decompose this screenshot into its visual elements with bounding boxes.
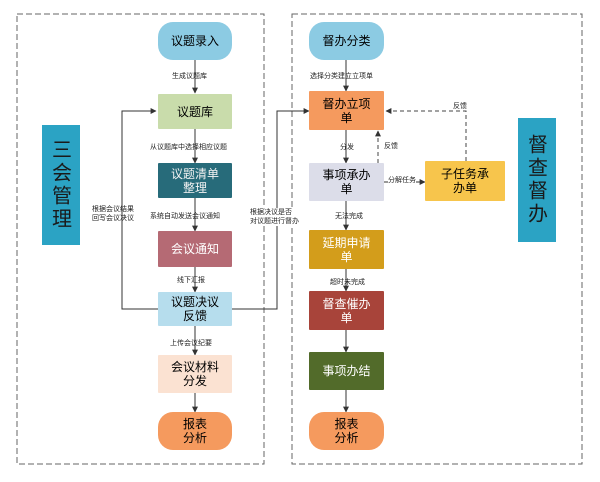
label-offline-report: 线下汇报 bbox=[177, 276, 205, 284]
label-select-category: 选择分类建立立项单 bbox=[310, 72, 373, 80]
node-urge-form: 督查催办 单 bbox=[309, 291, 384, 330]
label-select-topics: 从议题库中选择相应议题 bbox=[150, 143, 227, 151]
node-subtask-form: 子任务承 办单 bbox=[425, 161, 505, 201]
node-right-report: 报表 分析 bbox=[309, 412, 384, 450]
label-auto-notice: 系统自动发送会议通知 bbox=[150, 212, 220, 220]
node-meeting-notice: 会议通知 bbox=[158, 231, 232, 267]
node-extension-form: 延期申请 单 bbox=[309, 230, 384, 269]
label-upload-minutes: 上传会议纪要 bbox=[170, 339, 212, 347]
label-decompose: 分解任务 bbox=[388, 176, 416, 185]
right-panel-title: 督查督办 bbox=[518, 118, 556, 242]
label-feedback-subtask: 反馈 bbox=[453, 102, 467, 110]
node-decision-feedback: 议题决议 反馈 bbox=[158, 292, 232, 326]
node-topic-list: 议题清单 整理 bbox=[158, 163, 232, 198]
left-panel-title: 三会管理 bbox=[42, 125, 80, 245]
label-dispatch: 分发 bbox=[340, 143, 354, 151]
label-generate-library: 生成议题库 bbox=[172, 72, 207, 80]
node-supervise-category: 督办分类 bbox=[309, 22, 384, 60]
right-panel-border bbox=[291, 13, 583, 465]
node-topic-entry: 议题录入 bbox=[158, 22, 232, 60]
label-write-back: 根据会议结果 回写会议决议 bbox=[92, 205, 134, 222]
left-panel-border bbox=[16, 13, 265, 465]
label-feedback-undertake: 反馈 bbox=[384, 142, 398, 150]
label-cannot-complete: 无法完成 bbox=[335, 212, 363, 220]
node-project-form: 督办立项 单 bbox=[309, 91, 384, 130]
arrow-feedback-loop bbox=[121, 108, 158, 310]
node-material-distribution: 会议材料 分发 bbox=[158, 355, 232, 393]
label-supervise-decision: 根据决议是否 对议题进行督办 bbox=[250, 208, 299, 226]
node-topic-library: 议题库 bbox=[158, 94, 232, 129]
arrow-subtask-feedback bbox=[385, 108, 467, 161]
label-overdue: 超时未完成 bbox=[330, 278, 365, 286]
node-item-complete: 事项办结 bbox=[309, 352, 384, 390]
node-undertake-form: 事项承办 单 bbox=[309, 163, 384, 201]
node-left-report: 报表 分析 bbox=[158, 412, 232, 450]
